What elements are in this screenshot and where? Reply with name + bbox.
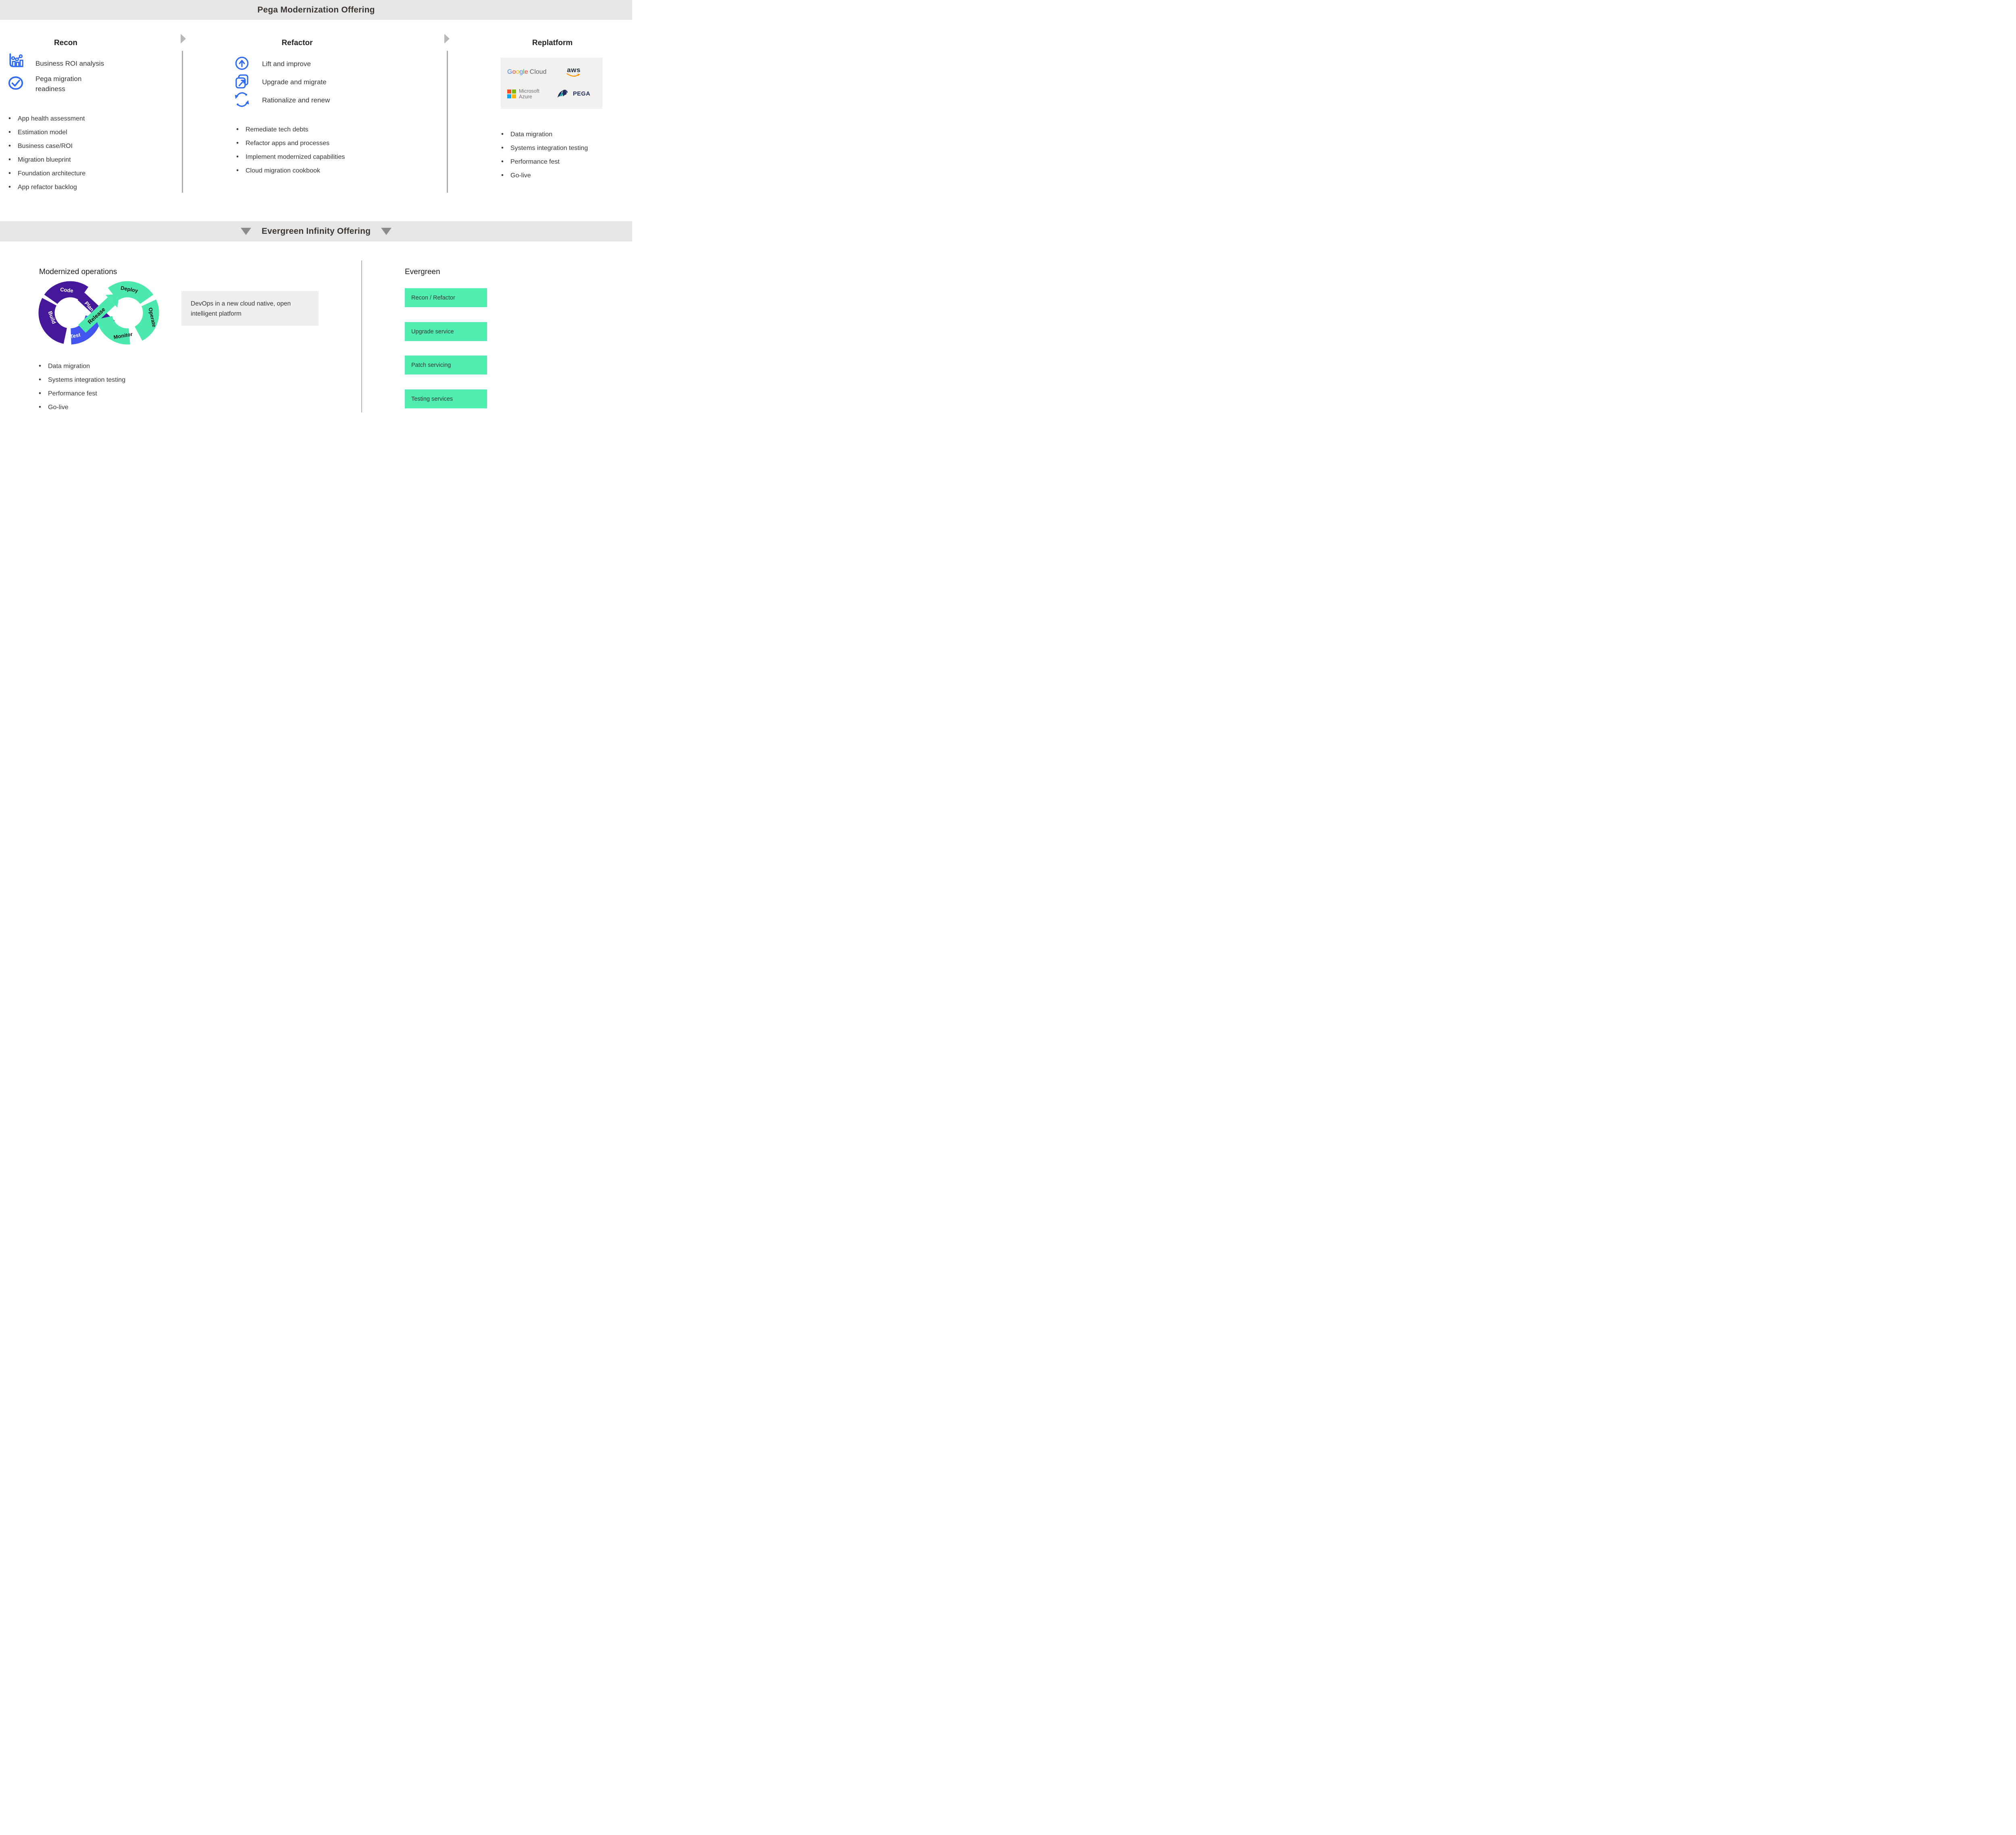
evergreen-infinity-bar: Evergreen Infinity Offering xyxy=(0,221,632,241)
feature-label: Upgrade and migrate xyxy=(262,78,327,86)
bullet-item: Implement modernized capabilities xyxy=(235,153,345,161)
feature-label: Business ROI analysis xyxy=(35,60,104,67)
feature-label: Lift and improve xyxy=(262,60,311,68)
column-title-replatform: Replatform xyxy=(532,38,573,47)
bullet-item: Systems integration testing xyxy=(500,144,588,152)
google-letter: l xyxy=(523,69,525,76)
bullet-item: Remediate tech debts xyxy=(235,125,345,134)
service-button-patch[interactable]: Patch servicing xyxy=(405,356,487,374)
section-divider xyxy=(361,260,362,412)
service-button-recon-refactor[interactable]: Recon / Refactor xyxy=(405,288,487,307)
upgrade-migrate-icon xyxy=(234,73,250,92)
pega-logo: PEGA xyxy=(557,89,590,99)
bullet-item: App health assessment xyxy=(7,114,85,123)
infinity-label-code: Code xyxy=(60,286,74,293)
refactor-bullet-list: Remediate tech debts Refactor apps and p… xyxy=(235,125,345,181)
column-title-recon: Recon xyxy=(54,38,78,47)
devops-note-text: DevOps in a new cloud native, open intel… xyxy=(191,300,291,317)
arrow-right-icon xyxy=(181,34,186,44)
devops-infinity-diagram: Release Code Plan Build Test Deploy Oper… xyxy=(38,281,159,345)
google-cloud-word: Cloud xyxy=(529,69,547,76)
modernized-bullet-list: Data migration Systems integration testi… xyxy=(37,362,125,412)
recon-bullet-list: App health assessment Estimation model B… xyxy=(7,114,85,197)
modernized-operations-title: Modernized operations xyxy=(39,268,117,276)
pega-bird-icon xyxy=(557,89,568,98)
bullet-item: Performance fest xyxy=(500,158,588,166)
feature-label: Rationalize and renew xyxy=(262,96,330,104)
pega-word: PEGA xyxy=(573,90,591,97)
google-letter: e xyxy=(524,69,528,76)
google-letter: o xyxy=(512,69,516,76)
devops-note-box: DevOps in a new cloud native, open intel… xyxy=(181,291,319,326)
microsoft-word: Microsoft xyxy=(519,88,539,94)
column-divider xyxy=(447,51,448,193)
bullet-item: Data migration xyxy=(37,362,125,370)
google-letter: o xyxy=(516,69,520,76)
top-title-bar: Pega Modernization Offering xyxy=(0,0,632,20)
column-title-refactor: Refactor xyxy=(281,38,313,47)
bullet-item: Refactor apps and processes xyxy=(235,139,345,148)
pega-modernization-slide: Pega Modernization Offering Recon Refact… xyxy=(0,0,632,412)
evergreen-bar-title: Evergreen Infinity Offering xyxy=(261,227,371,236)
microsoft-azure-logo: Microsoft Azure xyxy=(507,88,552,100)
aws-word: aws xyxy=(567,66,581,74)
microsoft-squares-icon xyxy=(507,89,516,98)
service-button-upgrade[interactable]: Upgrade service xyxy=(405,322,487,341)
bullet-item: Go-live xyxy=(500,171,588,180)
bullet-item: Business case/ROI xyxy=(7,142,85,150)
replatform-bullet-list: Data migration Systems integration testi… xyxy=(500,130,588,185)
bullet-item: Migration blueprint xyxy=(7,156,85,164)
aws-smile-icon xyxy=(566,73,580,77)
bullet-item: App refactor backlog xyxy=(7,183,85,191)
bullet-item: Foundation architecture xyxy=(7,169,85,178)
google-letter: G xyxy=(507,69,512,76)
microsoft-azure-text: Microsoft Azure xyxy=(519,88,539,100)
bullet-item: Performance fest xyxy=(37,389,125,398)
bullet-item: Systems integration testing xyxy=(37,376,125,384)
google-letter: g xyxy=(519,69,523,76)
arrow-right-icon xyxy=(444,34,450,44)
evergreen-title: Evergreen xyxy=(405,268,440,276)
rationalize-renew-icon xyxy=(234,92,250,110)
service-button-testing[interactable]: Testing services xyxy=(405,389,487,408)
bullet-item: Cloud migration cookbook xyxy=(235,166,345,175)
arrow-down-icon xyxy=(381,228,392,235)
page-title: Pega Modernization Offering xyxy=(257,5,375,15)
column-divider xyxy=(182,51,183,193)
aws-logo: aws xyxy=(566,67,581,77)
feature-label: Pega migration readiness xyxy=(35,75,82,93)
azure-word: Azure xyxy=(519,94,532,100)
arrow-down-icon xyxy=(240,228,251,235)
bullet-item: Data migration xyxy=(500,130,588,139)
lift-improve-icon xyxy=(234,55,250,73)
bullet-item: Estimation model xyxy=(7,128,85,137)
check-circle-icon xyxy=(7,74,25,94)
infinity-label-test: Test xyxy=(69,331,81,339)
bullet-item: Go-live xyxy=(37,403,125,412)
roi-chart-icon xyxy=(7,52,25,72)
